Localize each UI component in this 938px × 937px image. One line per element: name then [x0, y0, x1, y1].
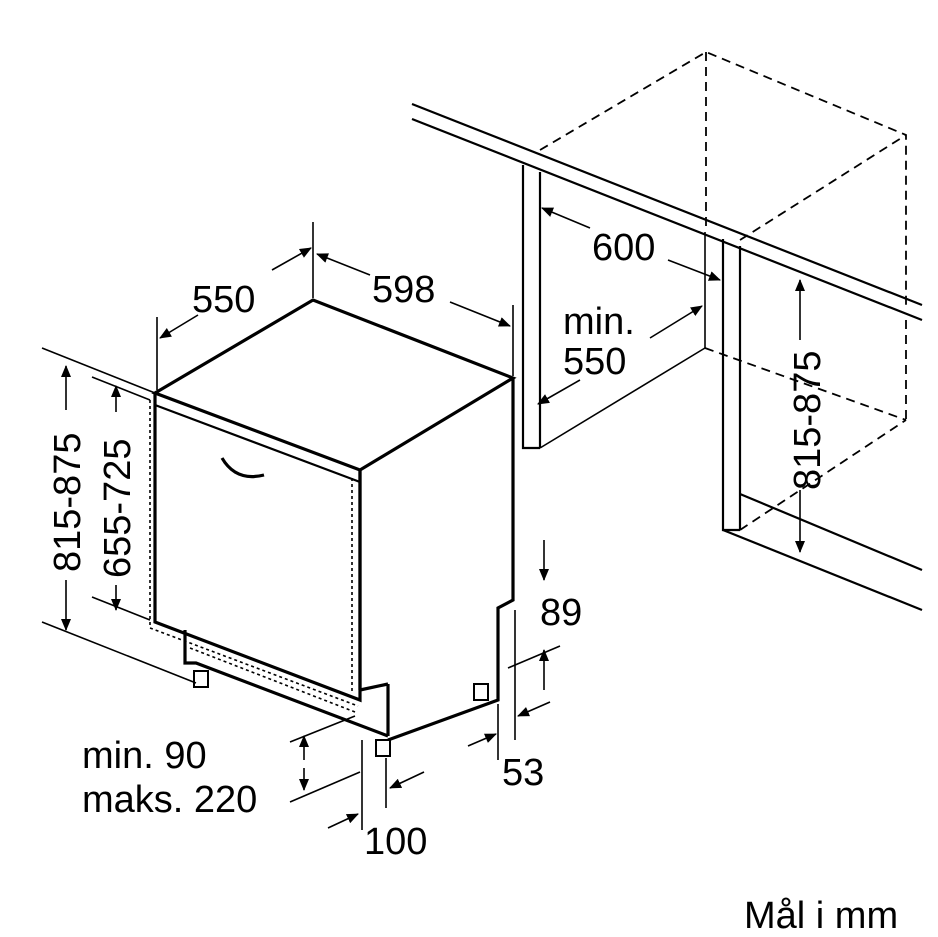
label-toe-89: 89 [540, 592, 582, 634]
units-note: Mål i mm [744, 895, 898, 937]
label-width-598: 598 [372, 269, 435, 311]
label-depth-550: 550 [192, 279, 255, 321]
label-toe-53: 53 [502, 752, 544, 794]
label-plinth-max: maks. 220 [82, 779, 257, 821]
label-niche-width-600: 600 [592, 227, 655, 269]
label-total-height-range: 815-875 [47, 433, 89, 572]
label-depth-100: 100 [364, 821, 427, 863]
label-door-height-range: 655-725 [97, 439, 139, 578]
label-niche-depth-min: min. [563, 301, 635, 343]
dishwasher [149, 298, 517, 757]
label-plinth-min: min. 90 [82, 735, 207, 777]
dimension-lines [41, 207, 805, 830]
label-niche-depth-550: 550 [563, 341, 626, 383]
kitchen-niche [411, 50, 923, 612]
label-niche-height-range: 815-875 [787, 351, 829, 490]
